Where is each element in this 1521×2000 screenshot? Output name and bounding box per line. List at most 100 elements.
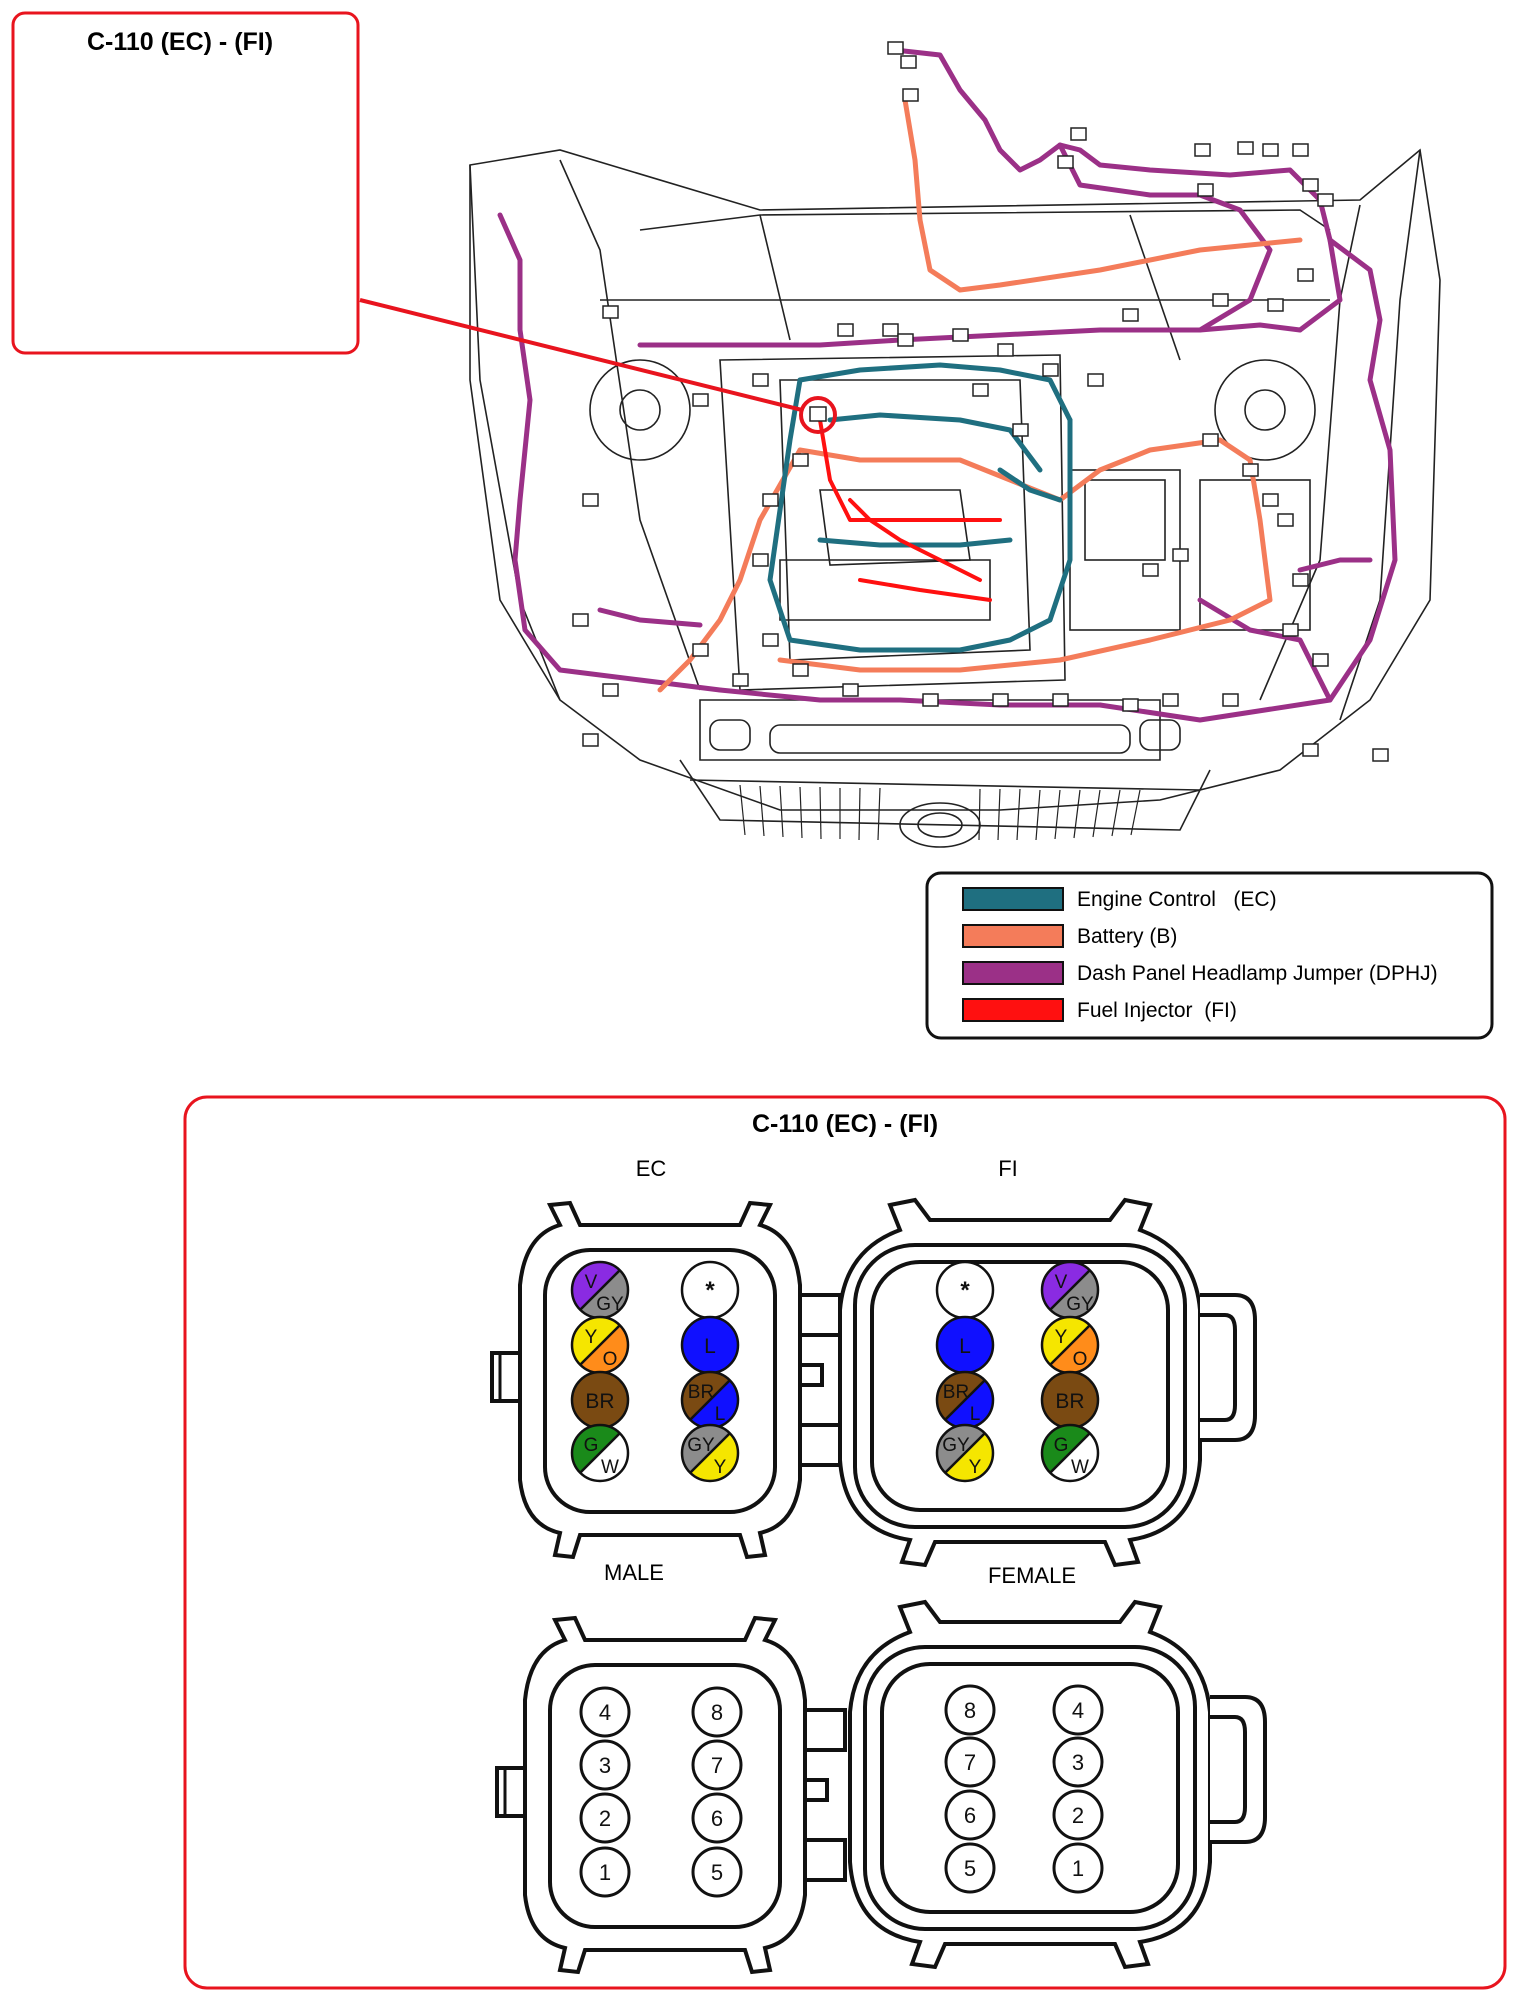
fi-pin-8: * [935,1260,995,1320]
fi-pin-13: BR [1040,1370,1100,1430]
c110-location-marker[interactable] [799,396,837,434]
ec-pin-code-tracer: Y [714,1457,727,1478]
svg-text:6: 6 [964,1803,976,1828]
harness-connector-plugs [572,41,1389,762]
fi-pin-11: YO [1040,1315,1100,1375]
fi-pin-12: BRL [935,1370,995,1430]
harness-plug-46 [582,493,599,507]
harness-plug-38 [792,663,809,677]
female-pin-7: 7 [944,1736,996,1788]
svg-text:5: 5 [964,1856,976,1881]
harness-plug-49 [692,393,709,407]
svg-text:1: 1 [1072,1856,1084,1881]
harness-plug-53 [582,733,599,747]
fi-pin-code-tracer: Y [969,1457,982,1478]
ec-pin-code-primary: G [584,1435,599,1456]
female-pin-4: 4 [1052,1684,1104,1736]
ec-pin-code-primary: V [585,1272,598,1293]
harness-plug-45 [1012,423,1029,437]
harness-plug-40 [752,553,769,567]
male-pin-7: 7 [691,1739,743,1791]
svg-text:4: 4 [599,1700,611,1725]
svg-text:3: 3 [1072,1750,1084,1775]
female-pin-3: 3 [1052,1736,1104,1788]
harness-plug-11 [1197,183,1214,197]
fi-pin-9: VGY [1040,1260,1100,1320]
female-label: FEMALE [988,1563,1076,1588]
harness-plug-10 [1317,193,1334,207]
harness-plug-19 [952,328,969,342]
harness-plug-1 [900,55,917,69]
ec-pin-code-primary: Y [585,1327,598,1348]
fi-pin-code-tracer: GY [1066,1294,1094,1315]
svg-text:8: 8 [964,1698,976,1723]
harness-plug-22 [1087,373,1104,387]
harness-plug-20 [997,343,1014,357]
harness-plug-27 [1292,573,1309,587]
ec-pin-2: YO [570,1315,630,1375]
fi-pin-code-tracer: O [1073,1349,1088,1370]
harness-plug-28 [1282,623,1299,637]
harness-plug-50 [1142,563,1159,577]
harness-plug-8 [1292,143,1309,157]
harness-plug-14 [1297,268,1314,282]
harness-plug-29 [1312,653,1329,667]
fi-pin-14: GYY [935,1423,995,1483]
fi-pin-code-tracer: W [1071,1457,1089,1478]
male-pin-5: 5 [691,1846,743,1898]
harness-plug-56 [732,673,749,687]
svg-text:7: 7 [964,1750,976,1775]
engine-bay-drawing [469,148,1441,848]
ec-pin-code-tracer: W [601,1457,619,1478]
ec-pin-0: VGY [570,1260,630,1320]
legend-label-3: Fuel Injector (FI) [1077,999,1237,1022]
female-pin-8: 8 [944,1684,996,1736]
fi-label: FI [998,1156,1018,1181]
svg-text:2: 2 [599,1806,611,1831]
ec-pin-code-tracer: GY [596,1294,624,1315]
harness-plug-4 [1057,155,1074,169]
ec-pin-1: * [680,1260,740,1320]
fi-pin-code-primary: Y [1055,1327,1068,1348]
svg-text:8: 8 [711,1700,723,1725]
ec-pin-code-primary: BR [688,1382,714,1403]
fi-pin-code-primary: BR [943,1382,969,1403]
ec-pin-6: GW [570,1423,630,1483]
fi-pin-15: GW [1040,1423,1100,1483]
harness-plug-43 [897,333,914,347]
harness-plug-47 [572,613,589,627]
harness-plug-23 [1122,308,1139,322]
fi-pin-code: * [960,1277,970,1304]
male-pin-6: 6 [691,1792,743,1844]
legend-label-2: Dash Panel Headlamp Jumper (DPHJ) [1077,962,1438,985]
harness-plug-7 [1262,143,1279,157]
fi-pin-code-primary: G [1054,1435,1069,1456]
harness-plug-54 [1372,748,1389,762]
fi-pin-code: L [959,1335,971,1358]
harness-legend: Engine Control (EC)Battery (B)Dash Panel… [925,871,1494,1040]
svg-text:6: 6 [711,1806,723,1831]
ec-pin-4: BR [570,1370,630,1430]
ec-pin-code: BR [585,1390,614,1413]
panel-title: C-110 (EC) - (FI) [752,1110,938,1138]
harness-plug-44 [972,383,989,397]
harness-plug-48 [602,683,619,697]
harness-plug-34 [1052,693,1069,707]
callout-leader-line [359,298,803,412]
harness-plug-39 [762,633,779,647]
harness-plug-25 [1242,463,1259,477]
harness-plug-6 [1237,141,1254,155]
c110-connector-plug[interactable] [809,406,827,422]
ec-pin-code-tracer: O [603,1349,618,1370]
harness-plug-30 [1302,743,1319,757]
ec-pin-code-tracer: L [715,1404,726,1425]
fi-pin-code-tracer: L [970,1404,981,1425]
male-pin-1: 1 [579,1846,631,1898]
male-pin-8: 8 [691,1686,743,1738]
harness-plug-26 [1277,513,1294,527]
